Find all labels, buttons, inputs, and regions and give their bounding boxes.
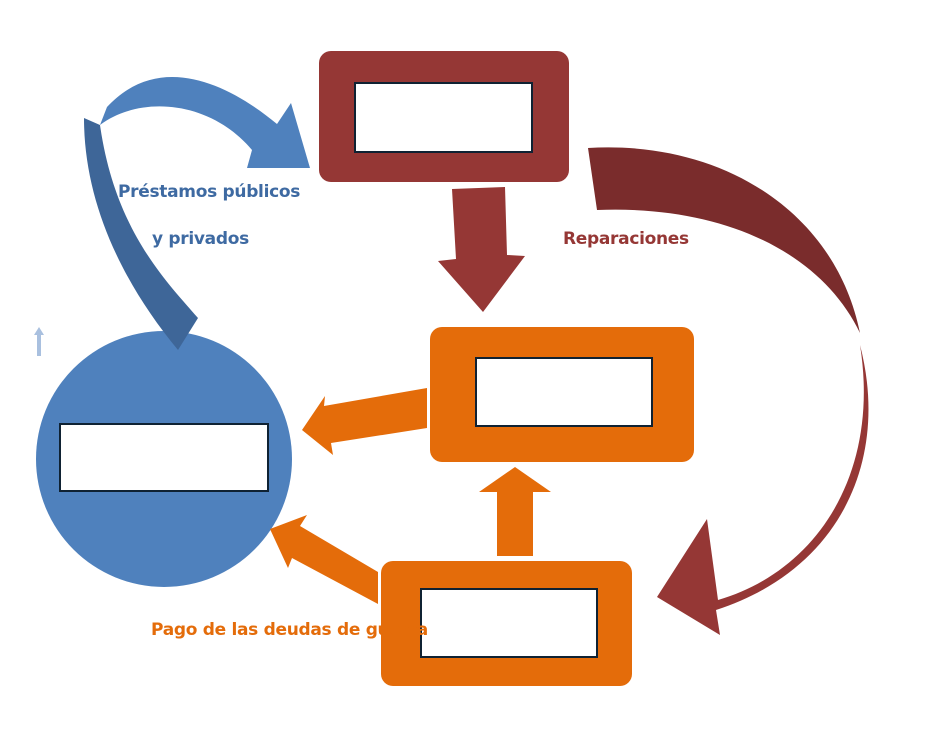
war-debts-label: Pago de las deudas de guerra bbox=[151, 620, 428, 640]
small-up-arrow-icon bbox=[34, 327, 44, 356]
loans-label-line1: Préstamos públicos bbox=[118, 182, 301, 202]
bottom-node-textbox bbox=[420, 588, 598, 658]
loans-label-line2: y privados bbox=[152, 229, 249, 249]
circle-node-textbox bbox=[59, 423, 269, 492]
reparations-arrow-upper bbox=[588, 147, 860, 333]
down-arrow bbox=[438, 187, 525, 312]
loans-arrow-tail bbox=[84, 118, 198, 350]
middle-node-textbox bbox=[475, 357, 653, 427]
loans-arrow bbox=[100, 77, 310, 168]
up-arrow bbox=[479, 467, 551, 556]
reparations-label: Reparaciones bbox=[563, 229, 689, 249]
middle-to-circle-arrow bbox=[302, 388, 427, 455]
top-node-textbox bbox=[354, 82, 533, 153]
bottom-to-circle-arrow bbox=[270, 515, 378, 604]
reparations-arrow-lower bbox=[657, 345, 869, 635]
